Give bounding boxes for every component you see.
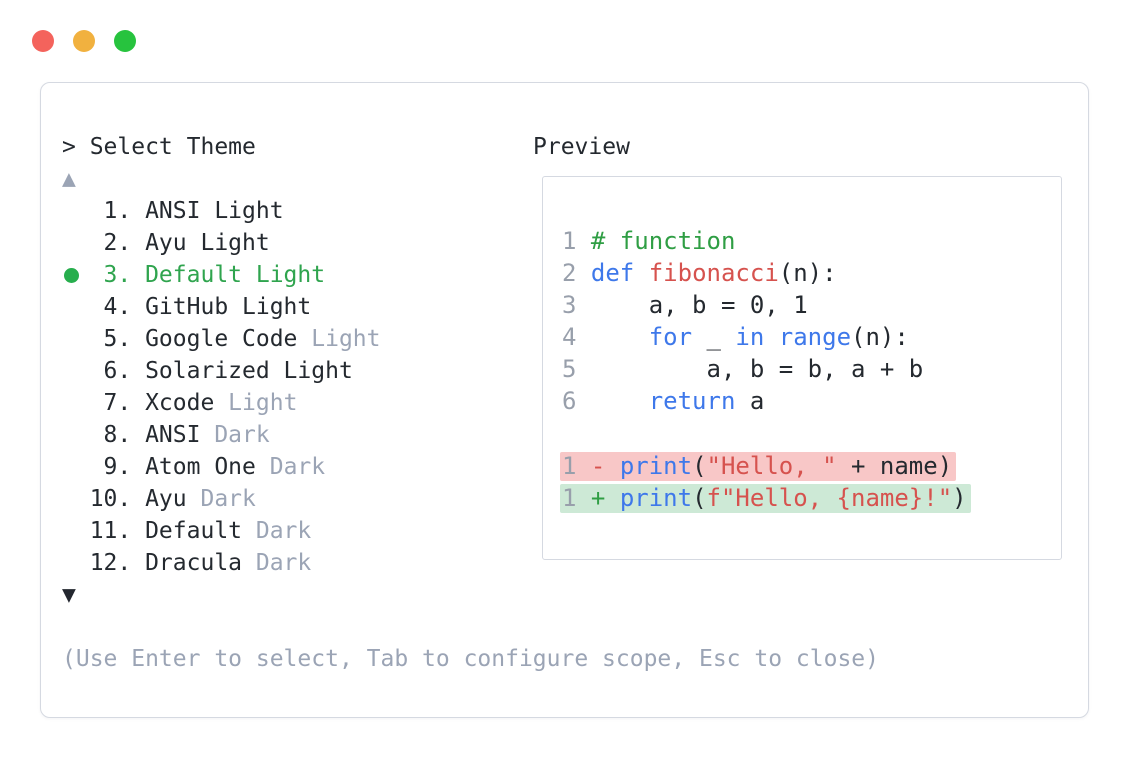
theme-list: 1. ANSI Light 2. Ayu Light 3. Default Li…: [62, 195, 533, 579]
theme-list-column: > Select Theme ▲ 1. ANSI Light 2. Ayu Li…: [62, 131, 879, 675]
theme-variant-suffix: Dark: [200, 422, 270, 448]
theme-list-item[interactable]: 10. Ayu Dark: [62, 486, 256, 512]
theme-list-item[interactable]: 11. Default Dark: [62, 518, 312, 544]
theme-list-item[interactable]: 9. Atom One Dark: [62, 454, 326, 480]
minimize-button[interactable]: [73, 30, 95, 52]
theme-picker-panel: > Select Theme ▲ 1. ANSI Light 2. Ayu Li…: [40, 82, 1089, 718]
line-number: 1: [562, 483, 577, 512]
code-line: 5 a, b = b, a + b: [562, 355, 924, 383]
code-line: 2 def fibonacci(n):: [562, 259, 837, 287]
picker-prompt: > Select Theme: [62, 134, 256, 160]
theme-list-item[interactable]: 7. Xcode Light: [62, 390, 298, 416]
theme-variant-suffix: Light: [214, 390, 298, 416]
theme-list-item[interactable]: 3. Default Light: [62, 262, 326, 288]
theme-list-item[interactable]: 8. ANSI Dark: [62, 422, 270, 448]
theme-variant-suffix: Dark: [255, 454, 326, 480]
code-preview: 1 # function 2 def fibonacci(n): 3 a, b = …: [542, 176, 1062, 560]
preview-column: Preview 1 # function 2 def fibonacci(n): 3…: [533, 131, 1064, 675]
code-line: 1 + print(f"Hello, {name}!"): [560, 481, 1061, 513]
code-line: [562, 417, 1061, 449]
close-button[interactable]: [32, 30, 54, 52]
line-number: 1: [562, 451, 577, 480]
code-line: 3 a, b = 0, 1: [562, 291, 808, 319]
code-line: 4 for _ in range(n):: [562, 323, 909, 351]
theme-variant-suffix: Light: [297, 326, 381, 352]
theme-list-item[interactable]: 5. Google Code Light: [62, 326, 381, 352]
theme-list-item[interactable]: 4. GitHub Light: [62, 294, 312, 320]
theme-variant-suffix: Dark: [186, 486, 256, 512]
code-line: 1 # function: [562, 227, 736, 255]
scroll-down-icon[interactable]: ▼: [62, 582, 76, 608]
scroll-up-icon[interactable]: ▲: [62, 166, 76, 192]
keyboard-hint: (Use Enter to select, Tab to configure s…: [62, 646, 879, 672]
line-number: 3: [562, 291, 577, 319]
maximize-button[interactable]: [114, 30, 136, 52]
theme-variant-suffix: Dark: [242, 518, 312, 544]
theme-list-item[interactable]: 2. Ayu Light: [62, 230, 270, 256]
selected-bullet-icon: [64, 268, 79, 283]
code-line: 1 - print("Hello, " + name): [560, 449, 1061, 481]
window-controls: [32, 30, 136, 52]
line-number: 5: [562, 355, 577, 383]
line-number: 2: [562, 259, 577, 287]
line-number: 6: [562, 387, 577, 415]
theme-list-item[interactable]: 12. Dracula Dark: [62, 550, 312, 576]
theme-variant-suffix: Dark: [242, 550, 312, 576]
theme-list-item[interactable]: 6. Solarized Light: [62, 358, 353, 384]
code-line: 6 return a: [562, 387, 765, 415]
theme-list-item[interactable]: 1. ANSI Light: [62, 198, 284, 224]
preview-label: Preview: [533, 134, 630, 160]
line-number: 4: [562, 323, 577, 351]
line-number: 1: [562, 227, 577, 255]
